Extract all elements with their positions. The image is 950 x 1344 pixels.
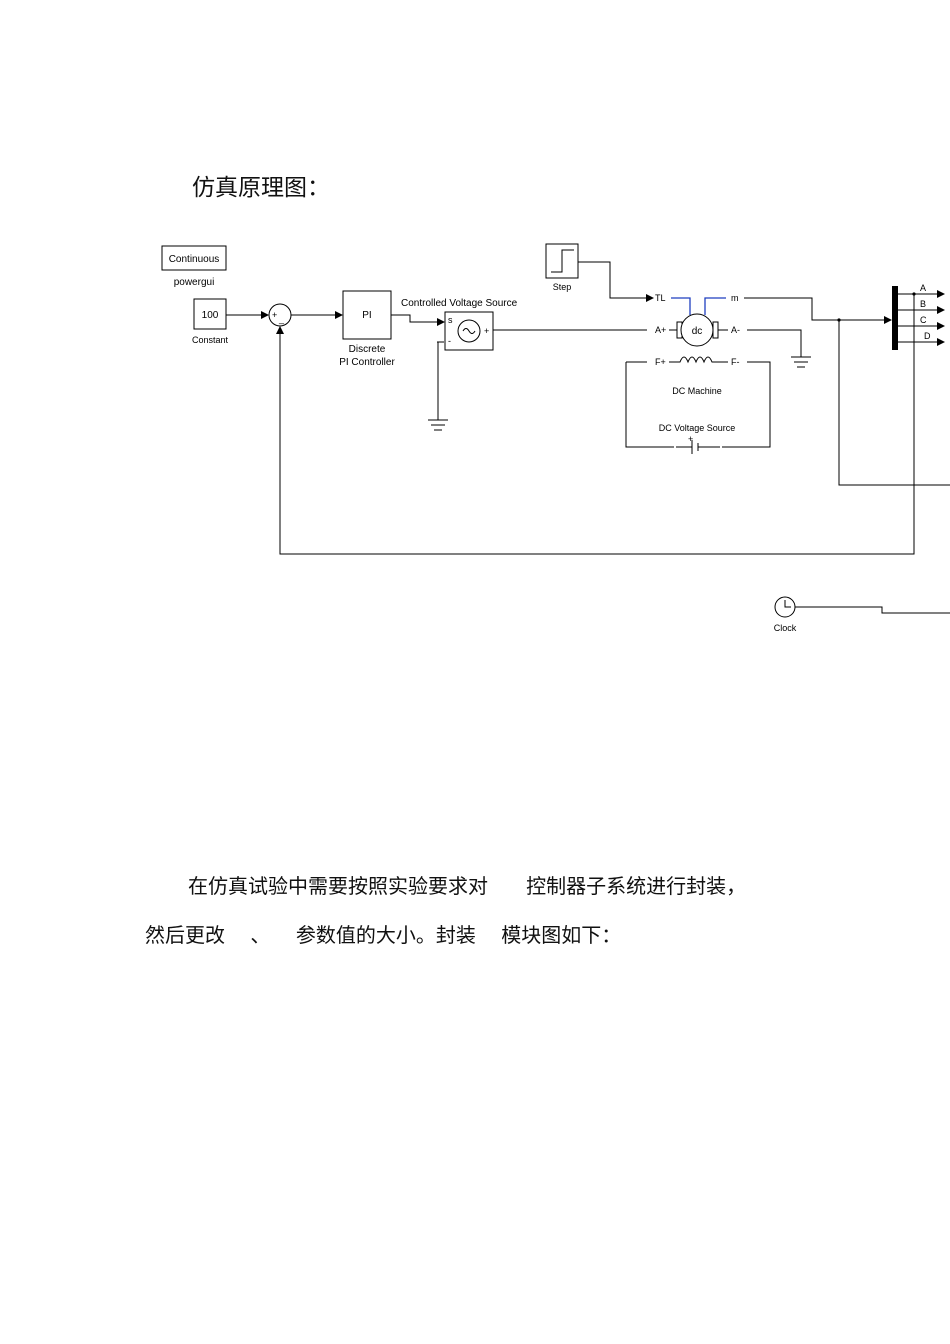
pi-label-line1: Discrete [349, 344, 386, 355]
constant-label: Constant [192, 335, 229, 345]
dc-port-a-plus: A+ [655, 325, 666, 335]
ground-icon [428, 404, 448, 431]
signal-wires [226, 261, 950, 614]
dc-voltage-source-block[interactable]: DC Voltage Source + [659, 423, 736, 454]
dc-voltage-plus: + [688, 434, 693, 444]
dc-machine-label: DC Machine [672, 386, 722, 396]
dc-port-f-minus: F- [731, 357, 740, 367]
page-heading: 仿真原理图： [192, 175, 330, 201]
dc-machine-block[interactable]: TL m A+ A- dc F+ F- DC Machine [655, 293, 740, 396]
pi-controller-block[interactable]: PI Discrete PI Controller [339, 290, 395, 368]
clock-block[interactable]: Clock [774, 596, 797, 633]
cvs-port-plus: + [484, 326, 489, 336]
pi-block-text: PI [362, 310, 371, 321]
paragraph-2: 然后更改 、 参数值的大小。封装 模块图如下： [145, 923, 622, 947]
dc-port-tl: TL [655, 293, 666, 303]
powergui-label: powergui [174, 277, 215, 288]
dc-port-f-plus: F+ [655, 357, 666, 367]
clock-label: Clock [774, 623, 797, 633]
powergui-block[interactable]: Continuous powergui [161, 245, 227, 288]
simulink-diagram: Continuous powergui 100 Constant + _ PI … [161, 243, 950, 633]
cvs-port-s: s [448, 315, 453, 325]
dc-voltage-source-label: DC Voltage Source [659, 423, 736, 433]
dc-port-a-minus: A- [731, 325, 740, 335]
powergui-block-text: Continuous [169, 254, 220, 265]
dc-port-m: m [731, 293, 739, 303]
sum-block[interactable]: + _ [268, 303, 292, 327]
pi-label-line2: PI Controller [339, 357, 395, 368]
step-block[interactable]: Step [545, 243, 579, 292]
demux-output-c: C [920, 315, 927, 325]
sum-plus-sign: + [272, 310, 277, 320]
constant-value: 100 [202, 310, 219, 321]
demux-output-d: D [924, 331, 931, 341]
constant-block[interactable]: 100 Constant [192, 298, 229, 345]
controlled-voltage-source-block[interactable]: Controlled Voltage Source s + - [401, 298, 518, 351]
cvs-label: Controlled Voltage Source [401, 298, 518, 309]
step-label: Step [553, 282, 572, 292]
demux-output-a: A [920, 283, 926, 293]
dc-center-text: dc [692, 326, 703, 337]
ground-icon [791, 350, 811, 368]
cvs-port-minus: - [448, 336, 451, 346]
sum-minus-sign: _ [278, 314, 285, 324]
demux-block[interactable]: A B C D [892, 283, 945, 350]
demux-output-b: B [920, 299, 926, 309]
paragraph-1: 在仿真试验中需要按照实验要求对 控制器子系统进行封装， [188, 874, 747, 898]
